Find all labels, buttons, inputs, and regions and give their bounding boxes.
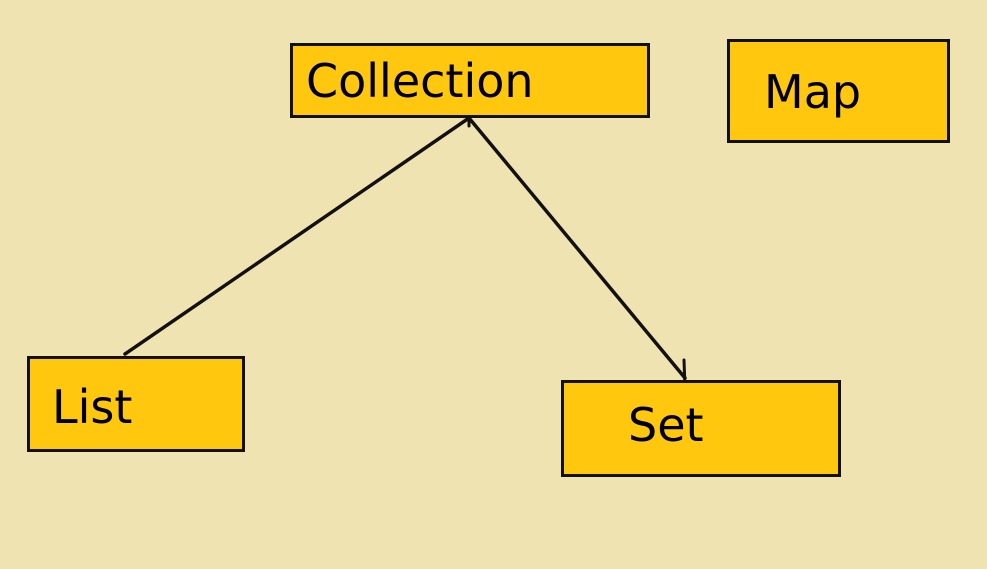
list-label: List xyxy=(52,380,133,434)
list-box: List xyxy=(27,356,245,452)
map-box: Map xyxy=(727,39,950,143)
collection-label: Collection xyxy=(306,54,534,108)
edge-collection-to-list xyxy=(123,116,471,356)
map-label: Map xyxy=(764,65,862,119)
set-label: Set xyxy=(628,398,704,452)
collection-box: Collection xyxy=(290,43,650,118)
edge-collection-to-set xyxy=(467,116,687,380)
set-box: Set xyxy=(561,380,841,477)
